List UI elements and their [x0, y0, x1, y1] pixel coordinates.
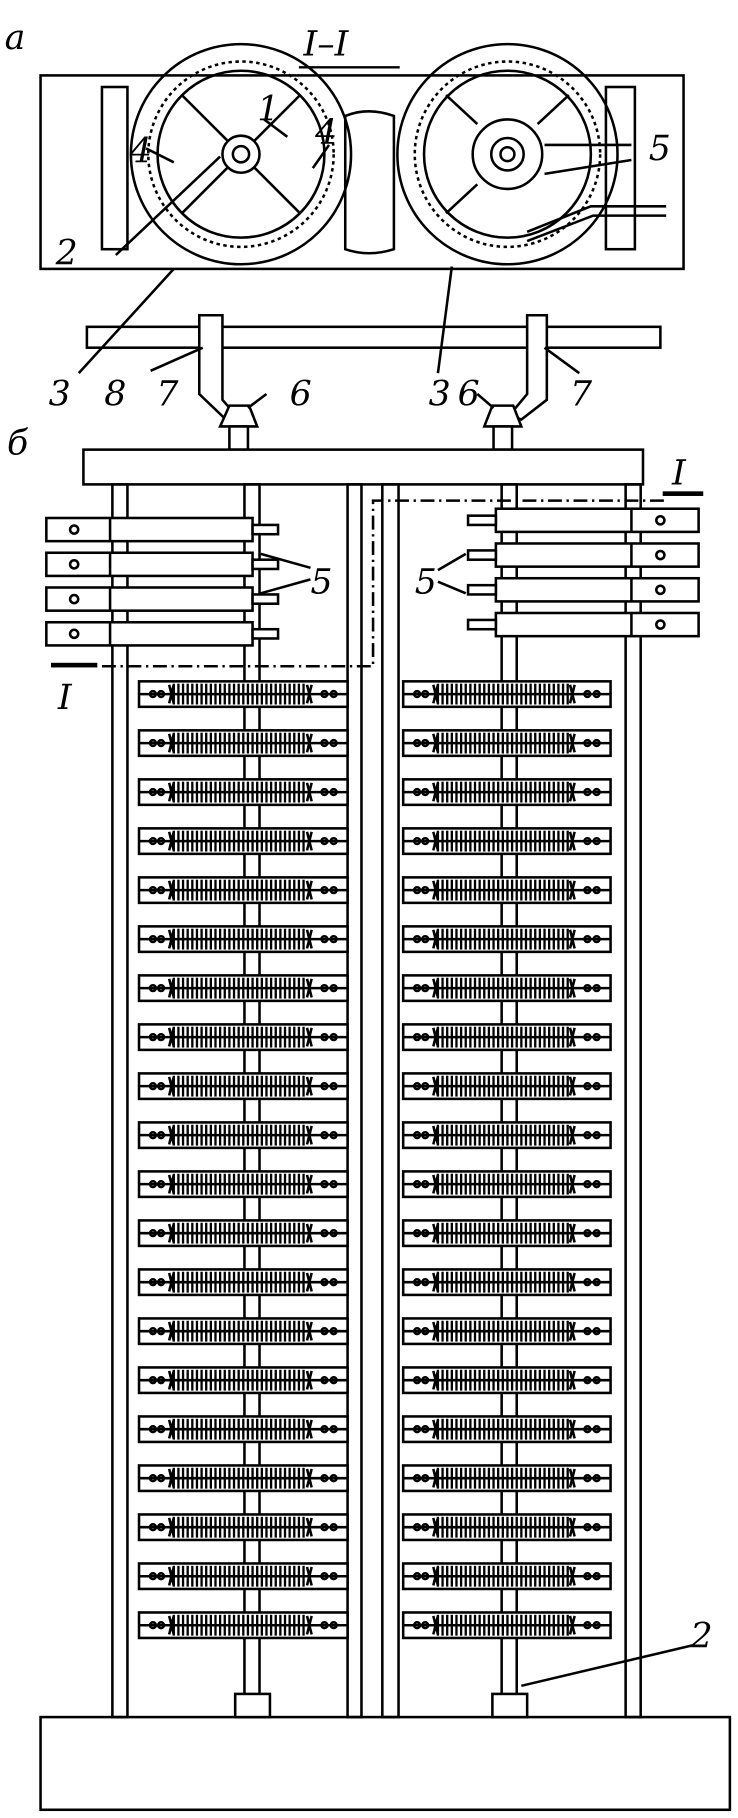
label-3-left: 3	[49, 375, 71, 415]
label-3-right: 3	[429, 375, 451, 415]
label-section: I–I	[303, 25, 350, 65]
stack-disc	[137, 1121, 349, 1150]
label-section-mark-left: I	[57, 678, 73, 718]
stack-disc	[137, 1219, 349, 1248]
section-view	[39, 42, 685, 271]
label-section-mark-right: I	[671, 453, 687, 493]
left-end-bar	[100, 85, 129, 251]
contact-arm-left	[45, 586, 280, 612]
label-6-right: 6	[458, 375, 480, 415]
base-plate	[39, 1715, 732, 1812]
stack-disc	[401, 1170, 612, 1199]
stack-disc	[137, 925, 349, 954]
stack-disc	[401, 778, 612, 807]
label-5-top: 5	[649, 129, 671, 169]
contact-arm-left	[45, 620, 280, 647]
stack-disc	[401, 1464, 612, 1493]
stack-disc	[401, 1366, 612, 1395]
stack-disc	[137, 1611, 349, 1640]
stack-disc	[137, 974, 349, 1003]
label-7-left: 7	[156, 375, 179, 415]
contact-arm-right	[466, 611, 700, 638]
stack-disc	[401, 1121, 612, 1150]
stack-disc	[401, 1268, 612, 1297]
label-part-a: a	[5, 18, 26, 58]
label-8: 8	[104, 375, 126, 415]
stack-disc	[137, 1464, 349, 1493]
label-part-b: б	[7, 423, 29, 463]
label-5-right: 5	[415, 562, 437, 602]
left-wheel	[129, 42, 353, 266]
stack-disc	[137, 1317, 349, 1346]
top-plate	[82, 448, 645, 486]
middle-block	[343, 110, 396, 255]
stack-disc	[137, 1170, 349, 1199]
stack-disc	[401, 1562, 612, 1591]
stack-disc	[401, 876, 612, 905]
right-bracket	[507, 313, 549, 421]
stack-disc	[137, 729, 349, 758]
housing-frame	[39, 74, 685, 271]
stack-disc	[401, 974, 612, 1003]
stack-disc	[401, 1072, 612, 1101]
stack-disc	[137, 680, 349, 709]
label-7-right: 7	[570, 375, 593, 415]
section-line	[101, 499, 667, 668]
stack-disc	[401, 729, 612, 758]
contact-arm-right	[466, 542, 700, 568]
right-wheel	[396, 42, 667, 266]
stack-disc	[137, 827, 349, 856]
stack-disc	[401, 680, 612, 709]
contact-arm-right	[466, 507, 700, 534]
stack-disc	[137, 1415, 349, 1444]
stack-disc	[401, 1023, 612, 1052]
label-4-mid: 4	[314, 113, 337, 153]
stack-disc	[137, 1513, 349, 1542]
winding-stacks	[137, 680, 612, 1640]
left-bracket	[197, 313, 240, 421]
stack-disc	[401, 1415, 612, 1444]
label-2-top: 2	[55, 233, 78, 273]
stack-disc	[401, 925, 612, 954]
contact-arm-left	[45, 551, 280, 578]
contact-arms	[45, 507, 700, 647]
label-4-left: 4	[129, 131, 152, 171]
stack-disc	[401, 1317, 612, 1346]
contact-arm-left	[45, 516, 280, 543]
stack-disc	[401, 1219, 612, 1248]
stack-disc	[137, 1023, 349, 1052]
label-6-left: 6	[290, 375, 312, 415]
stack-disc	[401, 1513, 612, 1542]
stack-disc	[137, 778, 349, 807]
stack-disc	[401, 1611, 612, 1640]
stack-disc	[137, 1562, 349, 1591]
stack-disc	[137, 1268, 349, 1297]
stack-disc	[137, 876, 349, 905]
label-2-bottom: 2	[689, 1617, 712, 1657]
stack-disc	[137, 1366, 349, 1395]
contact-arm-right	[466, 576, 700, 603]
right-end-bar	[604, 85, 637, 251]
right-bevel-gear	[482, 404, 524, 428]
drive-shaft	[85, 313, 662, 451]
stack-disc	[401, 827, 612, 856]
label-5-left: 5	[310, 562, 332, 602]
label-1: 1	[257, 90, 279, 130]
stack-disc	[137, 1072, 349, 1101]
